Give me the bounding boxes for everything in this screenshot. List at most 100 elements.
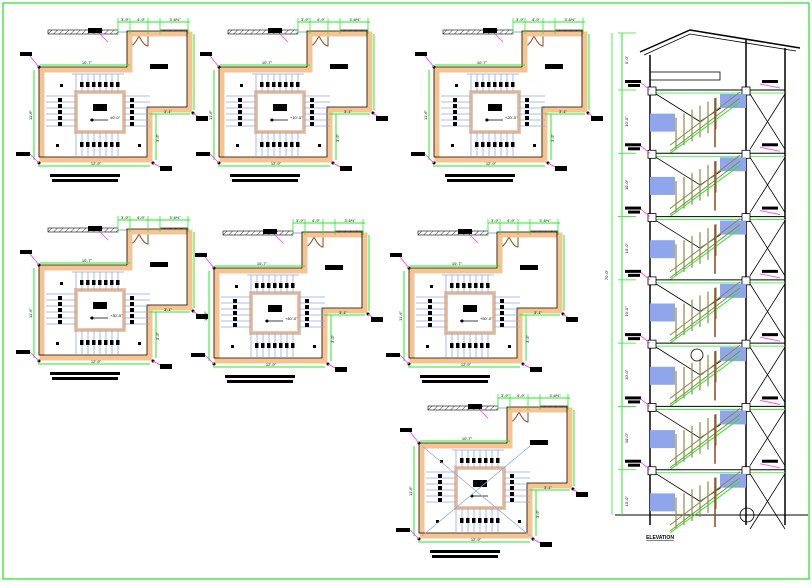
step-number <box>104 142 108 147</box>
handrail <box>669 97 741 152</box>
step-number <box>460 458 464 463</box>
marker <box>240 84 243 87</box>
step-number <box>58 122 62 126</box>
dim-top-mid: 4'-9" <box>517 393 526 398</box>
callout-label <box>160 364 172 369</box>
level-text: +50'-0" <box>480 316 493 321</box>
step-number <box>480 283 484 288</box>
step-number <box>453 116 457 120</box>
cross-brace <box>749 473 786 530</box>
dim-top-mid: 4'-9" <box>312 218 321 223</box>
leader-line <box>29 351 40 362</box>
wall-outline-outer <box>408 231 558 359</box>
dim-notch-v: 3'-5" <box>525 334 530 343</box>
dim-bottom: 12'-9" <box>266 362 277 367</box>
level-callout <box>625 333 641 337</box>
dim-top-mid: 4'-9" <box>137 17 146 22</box>
marker <box>440 460 443 463</box>
step-number <box>285 343 289 348</box>
handrail <box>669 224 741 279</box>
step-number <box>238 110 242 114</box>
step-number <box>110 142 114 147</box>
cross-brace <box>749 93 786 150</box>
beam-node <box>647 213 657 222</box>
level-callout <box>625 459 641 463</box>
plan-subtitle-bar <box>422 380 488 383</box>
step-number <box>487 142 491 147</box>
marker <box>235 285 238 288</box>
plan-title-bar <box>430 550 500 553</box>
callout-label <box>371 317 383 322</box>
level-text: ±0'-0" <box>110 115 121 120</box>
leader-line <box>759 146 781 152</box>
level-callout <box>628 84 640 87</box>
dim-notch: 3'-1" <box>339 310 348 315</box>
callout-label <box>88 226 102 231</box>
level-callout <box>628 463 640 467</box>
dim-top-left: 3'-9" <box>491 218 500 223</box>
step-number <box>490 458 494 463</box>
brace <box>655 410 701 439</box>
step-number <box>291 343 295 348</box>
step-number <box>453 98 457 102</box>
beam-node <box>647 276 657 286</box>
cross-brace <box>749 220 786 277</box>
step-number <box>92 280 96 285</box>
step-number <box>428 299 432 303</box>
step-number <box>273 343 277 348</box>
step-number <box>310 110 314 114</box>
step-number <box>279 343 283 348</box>
step-number <box>130 104 134 108</box>
dim-notch-v: 3'-5" <box>535 509 540 518</box>
step-number <box>267 343 271 348</box>
step-number <box>80 280 84 285</box>
wall-hatched-left <box>47 29 119 35</box>
step-number <box>92 142 96 147</box>
wall-hatched-left <box>427 405 499 411</box>
leader-line <box>409 431 420 444</box>
stair-plan: +20'-0"3'-9"4'-9"3'-6½"10'-7"12'-9"11'-6… <box>411 17 603 182</box>
step-number <box>98 280 102 285</box>
step-number <box>510 492 514 496</box>
callout-label <box>376 116 388 121</box>
beam-node <box>741 149 751 159</box>
level-callout <box>625 396 641 400</box>
dim-notch: 3'-1" <box>544 485 553 490</box>
room-label <box>150 64 168 69</box>
step-number <box>480 343 484 348</box>
step-number <box>525 98 529 102</box>
step-number <box>86 82 90 87</box>
stair-plan: +30'-0"3'-9"4'-9"3'-6½"10'-7"12'-9"11'-6… <box>16 215 208 380</box>
dim-top-left: 3'-9" <box>516 17 525 22</box>
callout-label <box>530 367 542 372</box>
step-number <box>92 82 96 87</box>
dim-top-right: 3'-6½" <box>344 218 356 223</box>
handrail <box>669 287 741 342</box>
step-number <box>453 122 457 126</box>
step-number <box>233 317 237 321</box>
leader-line <box>494 33 504 43</box>
handrail <box>669 408 741 463</box>
leader-line <box>424 153 435 164</box>
leader-line <box>99 231 109 241</box>
brace <box>655 93 701 122</box>
total-height-text: 70'-0" <box>604 269 609 280</box>
leader-line <box>479 409 489 419</box>
wall-outline-outer <box>38 30 188 158</box>
step-number <box>484 458 488 463</box>
step-number <box>310 116 314 120</box>
wall-outline-outer <box>418 406 568 534</box>
level-callout <box>628 337 640 341</box>
step-number <box>474 283 478 288</box>
plan-subtitle-bar <box>232 179 298 182</box>
dim-notch: 3'-1" <box>164 307 173 312</box>
landing-fill <box>650 430 675 449</box>
step-number <box>453 110 457 114</box>
leader-line <box>399 354 410 365</box>
level-marker <box>90 118 94 122</box>
dim-left-run: 10'-7" <box>82 258 93 263</box>
stair-well <box>469 90 521 134</box>
callout-label <box>160 166 172 171</box>
step-number <box>438 474 442 478</box>
stair-well <box>249 291 301 335</box>
